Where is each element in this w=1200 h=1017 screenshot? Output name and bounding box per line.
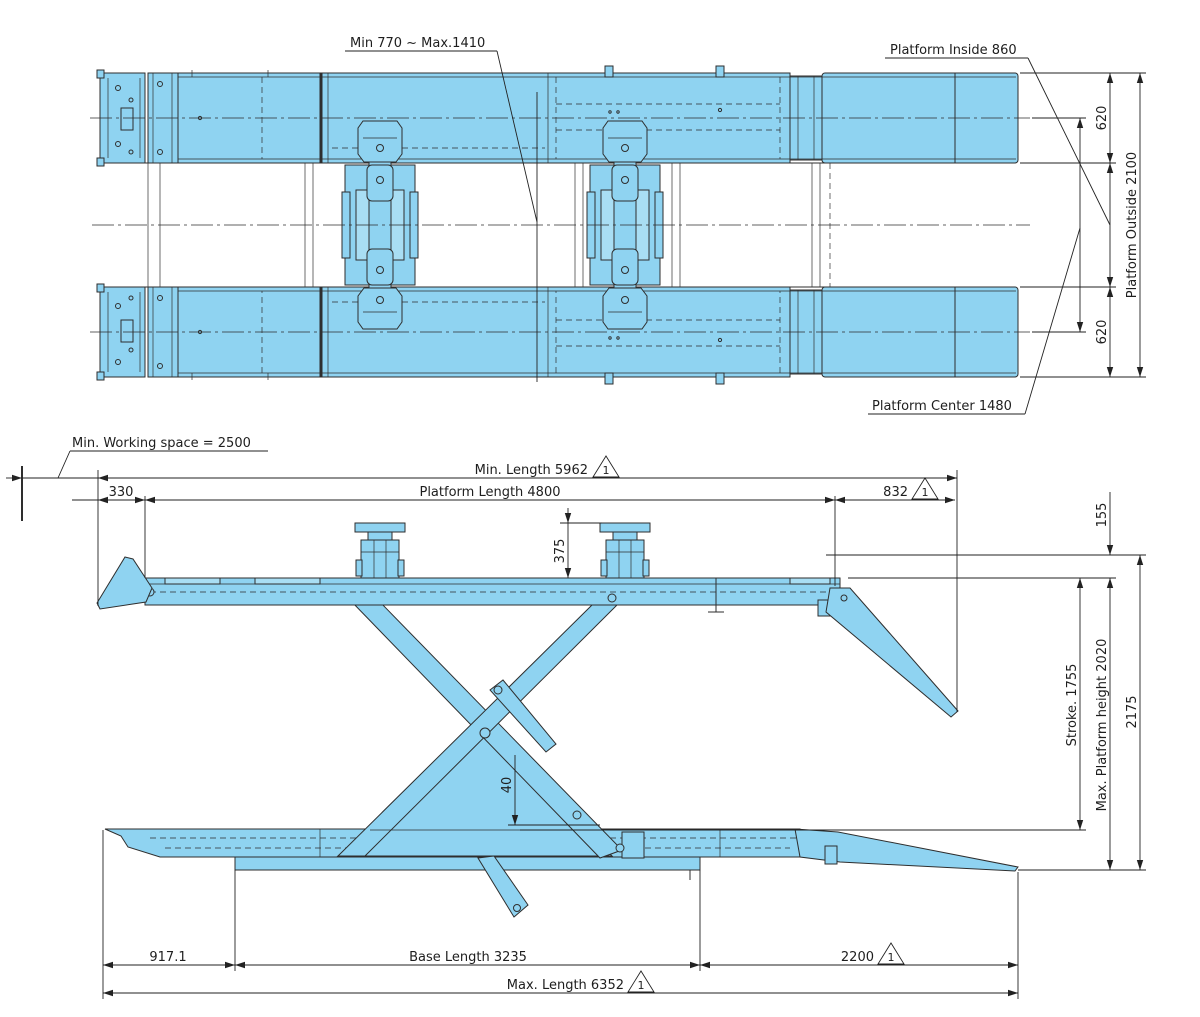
dim-40: 40 <box>500 777 515 794</box>
dim-2175: 2175 <box>1125 695 1140 728</box>
top-view-dimensions-line <box>496 50 538 223</box>
top-view: Min 770 ~ Max.1410 Platform Inside 860 P… <box>90 36 1146 415</box>
revision-mark-832: 1 <box>911 477 939 500</box>
center-pivot <box>479 727 491 739</box>
stroke-label: Stroke. 1755 <box>1065 664 1080 747</box>
platform-deck-rect <box>164 577 221 585</box>
platform-length-label: Platform Length 4800 <box>419 485 560 500</box>
hydraulic-cylinder-polygon <box>489 679 557 753</box>
top-view-dimensions-line <box>1024 227 1081 415</box>
base-frame-rect <box>824 845 838 865</box>
max-length-label: Max. Length 6352 <box>507 978 624 993</box>
platform-outside-label: Platform Outside 2100 <box>1125 152 1140 298</box>
top-platform-rail <box>95 64 1020 168</box>
bottom-platform-rail <box>95 282 1020 386</box>
revision-mark-min-length-polygon <box>592 455 620 478</box>
dim-2200: 2200 <box>841 950 874 965</box>
revision-mark-832-polygon <box>911 477 939 500</box>
scissor-arms-circle <box>615 843 625 853</box>
base-frame <box>104 828 1019 880</box>
platform-center-label: Platform Center 1480 <box>872 399 1012 414</box>
revision-mark-text: 1 <box>922 486 929 499</box>
base-frame-polygon <box>794 828 1019 872</box>
ramps <box>96 556 959 718</box>
dim-832: 832 <box>883 485 908 500</box>
min-working-space-label: Min. Working space = 2500 <box>72 436 251 451</box>
side-view-dimensions <box>6 450 1146 999</box>
center-lines <box>90 117 1030 333</box>
platform-inside-label: Platform Inside 860 <box>890 43 1017 58</box>
revision-mark-max-length: 1 <box>627 970 655 993</box>
dim-620-top: 620 <box>1095 106 1110 131</box>
revision-mark-2200-polygon <box>877 942 905 965</box>
platform-deck-rect <box>789 577 831 585</box>
revision-mark-text: 1 <box>888 951 895 964</box>
dim-917: 917.1 <box>149 950 186 965</box>
rear-jack-side <box>599 522 651 579</box>
dim-330: 330 <box>109 485 134 500</box>
top-view-dimensions <box>345 50 1146 415</box>
platform-deck-circle <box>607 593 617 603</box>
hydraulic-cylinder-circle <box>493 685 503 695</box>
scissor-arms <box>336 599 625 859</box>
platform-deck <box>144 577 841 617</box>
dim-620-bottom: 620 <box>1095 320 1110 345</box>
base-frame-rect <box>621 831 645 859</box>
dim-375: 375 <box>553 539 568 564</box>
top-view-dimensions-line <box>1027 57 1111 226</box>
ramps-circle <box>840 594 848 602</box>
scissor-arms-circle <box>572 810 582 820</box>
min-max-label: Min 770 ~ Max.1410 <box>350 36 485 51</box>
side-view-dimensions-line <box>57 450 71 479</box>
revision-mark-min-length: 1 <box>592 455 620 478</box>
platform-deck-rect <box>254 577 321 585</box>
ramps-polygon <box>96 556 153 610</box>
revision-mark-2200: 1 <box>877 942 905 965</box>
min-length-label: Min. Length 5962 <box>475 463 588 478</box>
side-view: 1 1 1 1 Min. Working space = 2500 Min. L… <box>6 436 1146 999</box>
platform-deck-rect <box>144 577 841 606</box>
max-platform-height-label: Max. Platform height 2020 <box>1095 639 1110 812</box>
revision-mark-text: 1 <box>638 979 645 992</box>
front-jack-side <box>354 522 406 579</box>
hydraulic-cylinder <box>477 679 557 918</box>
hydraulic-cylinder-circle <box>513 904 521 912</box>
ramps-polygon <box>825 587 959 718</box>
revision-mark-text: 1 <box>603 464 610 477</box>
hydraulic-cylinder-polygon <box>477 855 529 918</box>
dim-155: 155 <box>1095 503 1110 528</box>
base-length-label: Base Length 3235 <box>409 950 527 965</box>
revision-mark-max-length-polygon <box>627 970 655 993</box>
